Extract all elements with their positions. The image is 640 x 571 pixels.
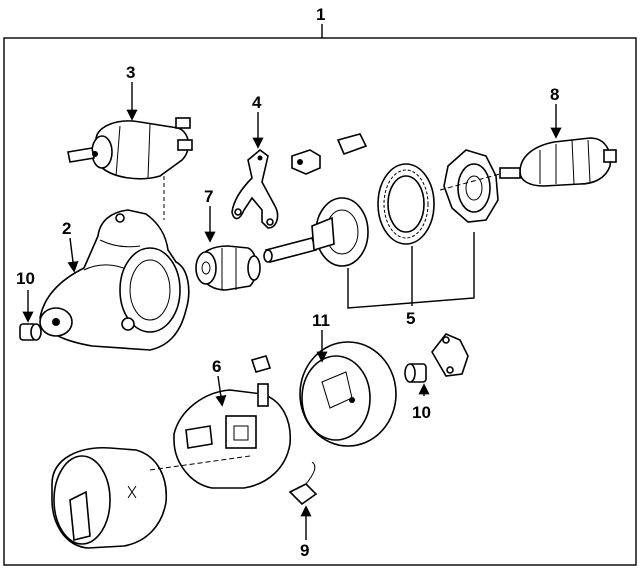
commutator-end-frame-part	[51, 447, 251, 549]
yoke-part	[299, 341, 397, 447]
callout-11: 11	[312, 311, 330, 330]
brush-holder-part	[173, 355, 292, 489]
callout-9: 9	[300, 541, 309, 560]
shift-lever-part	[231, 148, 279, 229]
leader-2	[67, 237, 79, 273]
callout-8: 8	[550, 85, 559, 104]
pinion-clutch-part	[195, 245, 261, 291]
brush-spring-part	[336, 133, 368, 156]
assembly-frame	[3, 37, 637, 566]
gear-plate-part	[443, 149, 499, 223]
callout-6: 6	[212, 357, 221, 376]
callout-5: 5	[406, 309, 415, 328]
ring-gear-part	[377, 163, 435, 245]
bushing-right-part	[404, 363, 427, 383]
solenoid-part	[67, 117, 193, 220]
planetary-shaft-part	[263, 197, 369, 267]
callout-10-right: 10	[412, 403, 431, 422]
callout-3: 3	[126, 63, 135, 82]
callout-1: 1	[316, 5, 325, 24]
end-plate-part	[431, 333, 469, 377]
drive-housing-part	[39, 209, 190, 351]
callout-2: 2	[62, 219, 71, 238]
callout-10-left: 10	[16, 269, 35, 288]
leader-6	[215, 375, 227, 407]
bushing-left-part	[19, 323, 42, 341]
gear-set-bracket	[347, 232, 475, 309]
brush-part	[288, 461, 318, 506]
callout-4: 4	[252, 93, 262, 112]
plunger-part	[291, 149, 321, 175]
callout-7: 7	[204, 187, 213, 206]
armature-part	[439, 137, 617, 191]
